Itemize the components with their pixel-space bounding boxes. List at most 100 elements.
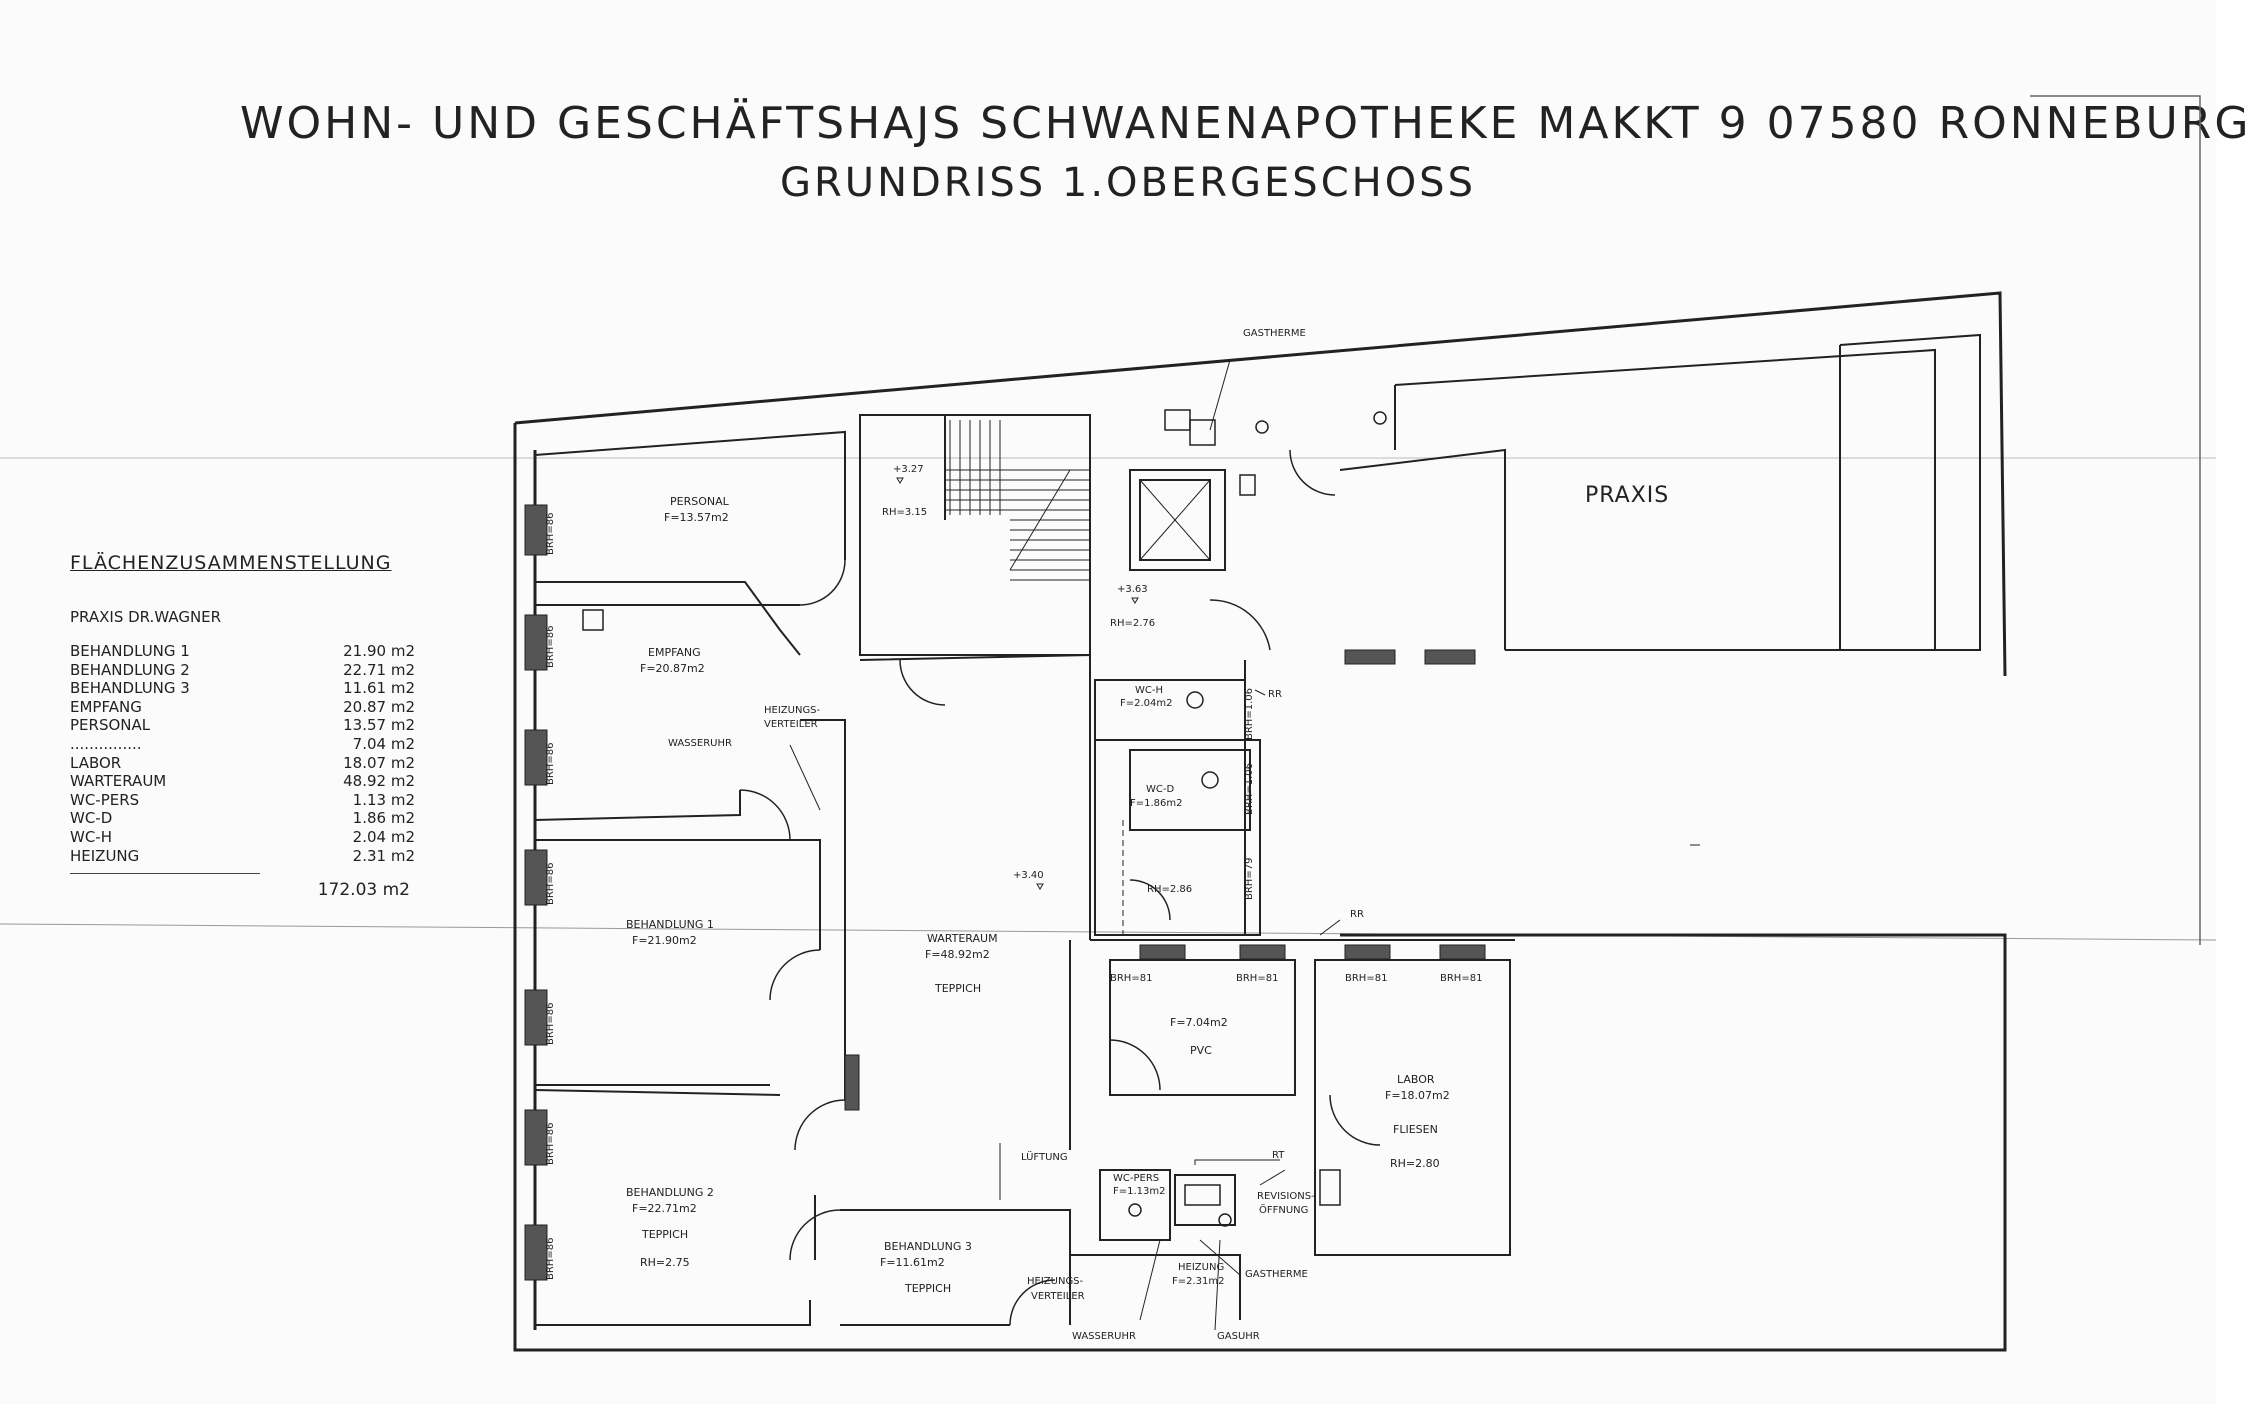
area-summary-row-name: PERSONAL	[70, 716, 151, 735]
room-behandlung1-name: BEHANDLUNG 1	[626, 918, 714, 931]
room-heizung-area: F=2.31m2	[1172, 1276, 1225, 1287]
outer-wall-west	[513, 423, 1018, 1352]
praxis-wall-inner	[1339, 448, 1506, 650]
label-heizungsverteiler-bot-2: VERTEILER	[1031, 1291, 1085, 1302]
room-unnamed-floor: PVC	[1190, 1044, 1212, 1057]
label-gastherme-top: GASTHERME	[1243, 328, 1306, 339]
area-summary-row: ...............7.04 m2	[70, 735, 415, 754]
room-praxis-name: PRAXIS	[1585, 483, 1669, 508]
room-warteraum-area: F=48.92m2	[925, 948, 990, 961]
label-brh81-d: BRH=81	[1440, 973, 1482, 984]
room-wch-area: F=2.04m2	[1120, 698, 1173, 709]
label-brh86-e: BRH=86	[545, 1003, 556, 1045]
room-behandlung2-floor: TEPPICH	[641, 1228, 688, 1241]
label-rh-315: RH=3.15	[882, 507, 927, 518]
wch-room	[1094, 679, 1246, 741]
room-wcd-name: WC-D	[1146, 784, 1174, 795]
heizung-room	[1174, 1174, 1236, 1226]
area-summary-heading: FLÄCHENZUSAMMENSTELLUNG	[70, 552, 392, 574]
label-rr2: RR	[1350, 909, 1364, 920]
personal-south-wall	[535, 581, 801, 656]
label-heizungsverteiler-bot-1: HEIZUNGS-	[1027, 1276, 1084, 1287]
room-labor-floor: FLIESEN	[1393, 1123, 1438, 1136]
label-revision-2: ÖFFNUNG	[1259, 1203, 1308, 1216]
windows	[524, 504, 1486, 1281]
wcd-room	[1129, 749, 1251, 831]
label-brh86-a: BRH=86	[545, 513, 556, 555]
label-rr1: RR	[1268, 689, 1282, 700]
room-labor-area: F=18.07m2	[1385, 1089, 1450, 1102]
label-wasseruhr-top: WASSERUHR	[668, 738, 732, 749]
area-summary-row-value: 48.92 m2	[343, 772, 415, 791]
utility-south	[1070, 1254, 1241, 1320]
personal-walls	[534, 430, 846, 560]
door-swings	[739, 449, 1381, 1326]
behandlung3-walls	[840, 1209, 1071, 1325]
elevator-shaft	[1139, 479, 1211, 561]
leader-wasseruhr-bottom	[1139, 1239, 1161, 1321]
praxis-wall	[1394, 348, 1936, 651]
label-rt: RT	[1272, 1150, 1285, 1161]
label-level-340: +3.40	[1013, 870, 1044, 881]
area-summary-row-value: 1.86 m2	[352, 809, 415, 828]
label-brh81-b: BRH=81	[1236, 973, 1278, 984]
level-markers	[896, 477, 1139, 890]
room-labor-height: RH=2.80	[1390, 1157, 1440, 1170]
area-summary-practice: PRAXIS DR.WAGNER	[70, 608, 222, 626]
warteraum-north	[859, 653, 1091, 940]
room-wcd-area: F=1.86m2	[1130, 798, 1183, 809]
label-level-327: +3.27	[893, 464, 924, 475]
room-wch-name: WC-H	[1135, 685, 1163, 696]
room-warteraum-name: WARTERAUM	[927, 932, 998, 945]
label-brh79: BRH=79	[1244, 858, 1255, 900]
area-summary-row-name: HEIZUNG	[70, 846, 140, 865]
area-summary-row: HEIZUNG 2.31 m2	[70, 847, 415, 866]
room-personal-area: F=13.57m2	[664, 511, 729, 524]
room-behandlung3-area: F=11.61m2	[880, 1256, 945, 1269]
drawing-subtitle: GRUNDRISS 1.OBERGESCHOSS	[780, 160, 1476, 206]
behandlung2-south	[535, 1300, 811, 1326]
area-summary-divider	[70, 873, 260, 875]
area-summary-row-value: 7.04 m2	[352, 734, 415, 753]
stair-treads	[945, 420, 1090, 581]
scan-line	[0, 923, 2217, 941]
area-summary-row-name: WC-H	[70, 827, 112, 846]
room-labels: PERSONAL F=13.57m2 EMPFANG F=20.87m2 BEH…	[626, 483, 1669, 1295]
area-summary-row-value: 22.71 m2	[343, 660, 415, 679]
drawing-title: WOHN- UND GESCHÄFTSHAJS SCHWANENAPOTHEKE…	[240, 98, 2251, 149]
area-summary: FLÄCHENZUSAMMENSTELLUNG PRAXIS DR.WAGNER…	[70, 552, 415, 900]
room-wcpers-area: F=1.13m2	[1113, 1186, 1166, 1197]
label-heizungsverteiler-top-1: HEIZUNGS-	[764, 705, 821, 716]
area-summary-row-value: 2.04 m2	[352, 827, 415, 846]
label-level-363: +3.63	[1117, 584, 1148, 595]
area-summary-row-value: 20.87 m2	[343, 697, 415, 716]
label-lueftung: LÜFTUNG	[1021, 1150, 1068, 1163]
label-revision-1: REVISIONS-	[1257, 1191, 1315, 1202]
leader-gastherme-bottom	[1199, 1239, 1241, 1276]
label-brh86-g: BRH=86	[545, 1238, 556, 1280]
room-labor-name: LABOR	[1397, 1073, 1435, 1086]
fixtures	[582, 409, 1387, 1227]
room-behandlung3-floor: TEPPICH	[904, 1282, 951, 1295]
frame-border	[2030, 95, 2201, 945]
room-personal-name: PERSONAL	[670, 495, 730, 508]
room-warteraum-floor: TEPPICH	[934, 982, 981, 995]
area-summary-row-value: 2.31 m2	[352, 846, 415, 865]
label-brh81-c: BRH=81	[1345, 973, 1387, 984]
outer-wall-north	[514, 291, 2007, 677]
label-rh-286: RH=2.86	[1147, 884, 1192, 895]
room-empfang-name: EMPFANG	[648, 646, 701, 659]
area-summary-row-name: WC-D	[70, 809, 113, 828]
annotations: GASTHERME GASTHERME HEIZUNGS- VERTEILER …	[545, 328, 1482, 1342]
area-summary-row-name: LABOR	[70, 753, 122, 772]
leader-wasseruhr	[789, 744, 821, 811]
outer-wall-south-east	[1018, 933, 2007, 1352]
